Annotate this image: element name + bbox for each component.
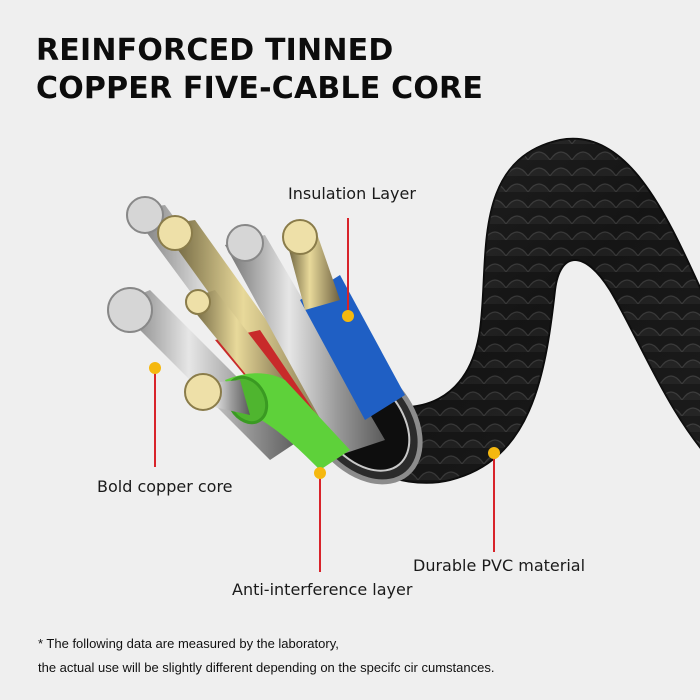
leader-anti: [314, 467, 326, 572]
wire-blue: [282, 219, 405, 420]
wire-core-gold-top: [157, 215, 345, 440]
label-anti-interference-layer: Anti-interference layer: [232, 580, 413, 599]
label-durable-pvc-material: Durable PVC material: [413, 556, 586, 575]
label-bold-copper-core: Bold copper core: [97, 477, 233, 496]
pvc-jacket: [343, 137, 700, 484]
leader-copper: [149, 362, 161, 467]
wire-core-silver-mid: [225, 224, 385, 455]
footnote-line-1: * The following data are measured by the…: [38, 636, 339, 651]
wire-green: [184, 373, 350, 470]
leader-pvc: [488, 447, 500, 552]
footnote-line-2: the actual use will be slightly differen…: [38, 660, 495, 675]
label-insulation-layer: Insulation Layer: [288, 184, 416, 203]
leader-insulation: [342, 218, 354, 322]
page-title: REINFORCED TINNED COPPER FIVE-CABLE CORE: [36, 32, 483, 108]
title-line-1: REINFORCED TINNED: [36, 33, 394, 68]
title-line-2: COPPER FIVE-CABLE CORE: [36, 71, 484, 106]
